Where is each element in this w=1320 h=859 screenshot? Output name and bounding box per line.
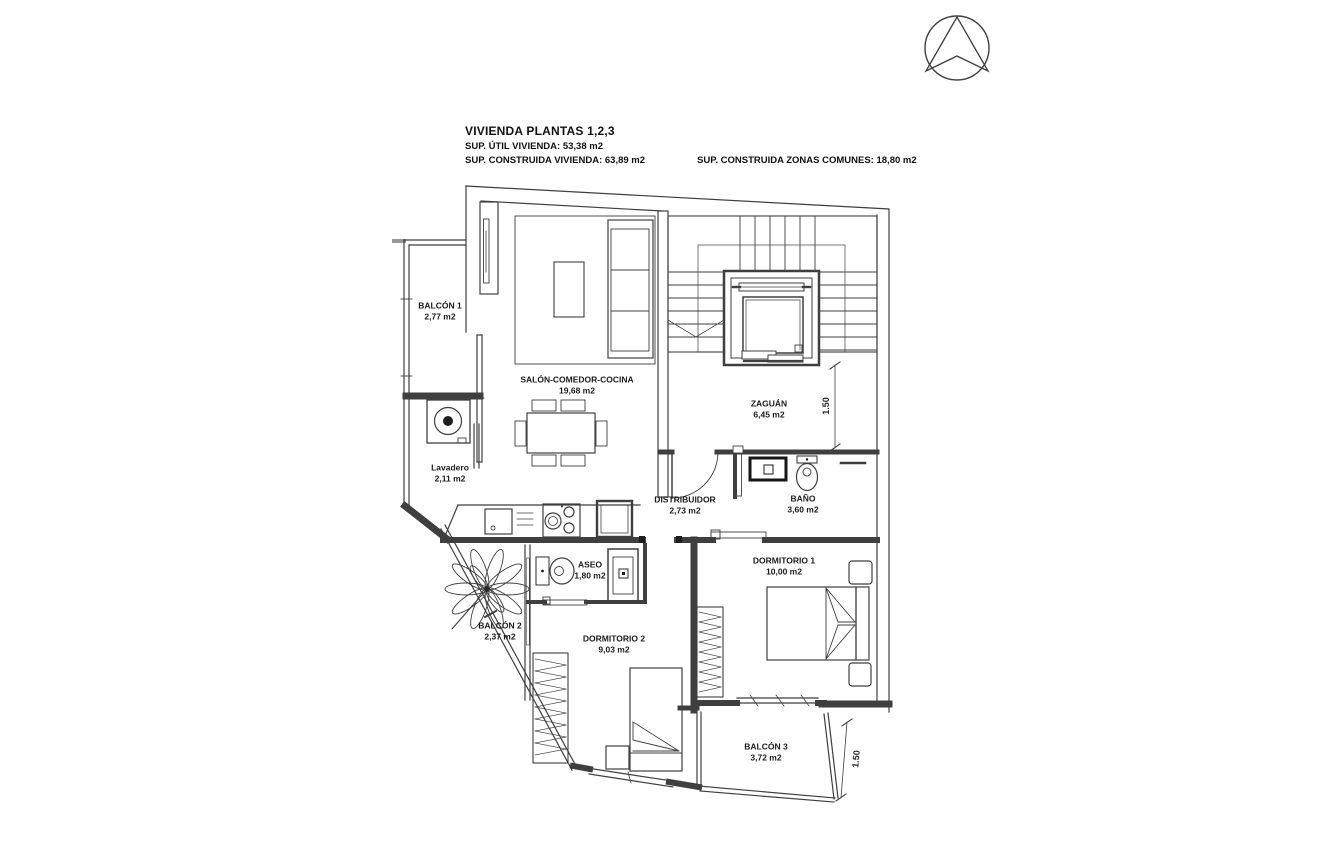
dorm2-room [524, 544, 703, 791]
dimension-text-balcon3: 1.50 [850, 749, 862, 769]
dining-table-icon [514, 399, 608, 467]
aseo-room [526, 548, 647, 606]
plan-common-surface: SUP. CONSTRUIDA ZONAS COMUNES: 18,80 m2 [697, 155, 917, 166]
plan-built-surface: SUP. CONSTRUIDA VIVIENDA: 63,89 m2 [465, 155, 646, 166]
sliding-door-icon [542, 596, 588, 606]
bano-room [732, 445, 867, 499]
nightstand-icon [848, 662, 872, 687]
zaguan-walls [658, 361, 880, 499]
wardrobe-icon [696, 606, 724, 698]
dimension-line-zaguan [829, 361, 841, 452]
title-block: VIVIENDA PLANTAS 1,2,3 SUP. ÚTIL VIVIEND… [465, 124, 917, 166]
balcony1-railing [392, 239, 467, 508]
stove-icon [542, 503, 581, 538]
toilet-icon [795, 455, 819, 492]
coffee-table-icon [553, 261, 585, 318]
rug [514, 215, 656, 365]
kitchen-sink-icon [484, 508, 534, 535]
sliding-door-icon [710, 529, 767, 540]
bathroom-sink-icon [748, 456, 788, 482]
corridor-walls [643, 536, 698, 714]
nightstand-icon [848, 560, 873, 585]
salon-room [474, 201, 669, 498]
lavadero-room [400, 392, 484, 544]
double-bed-icon [766, 586, 870, 661]
balcony2 [440, 524, 577, 771]
wardrobe-icon [532, 652, 569, 764]
washing-machine-icon [426, 399, 471, 444]
dorm1-room [691, 529, 880, 707]
aseo-sink-icon [607, 548, 639, 602]
dimension-line-balcon3 [835, 718, 853, 802]
plan-title: VIVIENDA PLANTAS 1,2,3 [465, 124, 615, 138]
plant-icon [444, 548, 530, 630]
toilet-icon [535, 556, 575, 586]
plan-util-surface: SUP. ÚTIL VIVIENDA: 53,38 m2 [465, 141, 603, 152]
fridge-icon [595, 499, 634, 539]
single-bed-icon [629, 667, 683, 772]
sofa-icon [607, 219, 654, 359]
elevator-icon [722, 269, 821, 367]
tv-unit-icon [483, 218, 490, 284]
north-arrow-icon [924, 15, 990, 81]
nightstand-icon [605, 745, 630, 770]
entrance-door-icon [671, 451, 719, 499]
kitchen-counter [440, 499, 700, 543]
balcony3 [677, 705, 853, 803]
dimension-text-zaguan: 1.50 [821, 397, 831, 415]
